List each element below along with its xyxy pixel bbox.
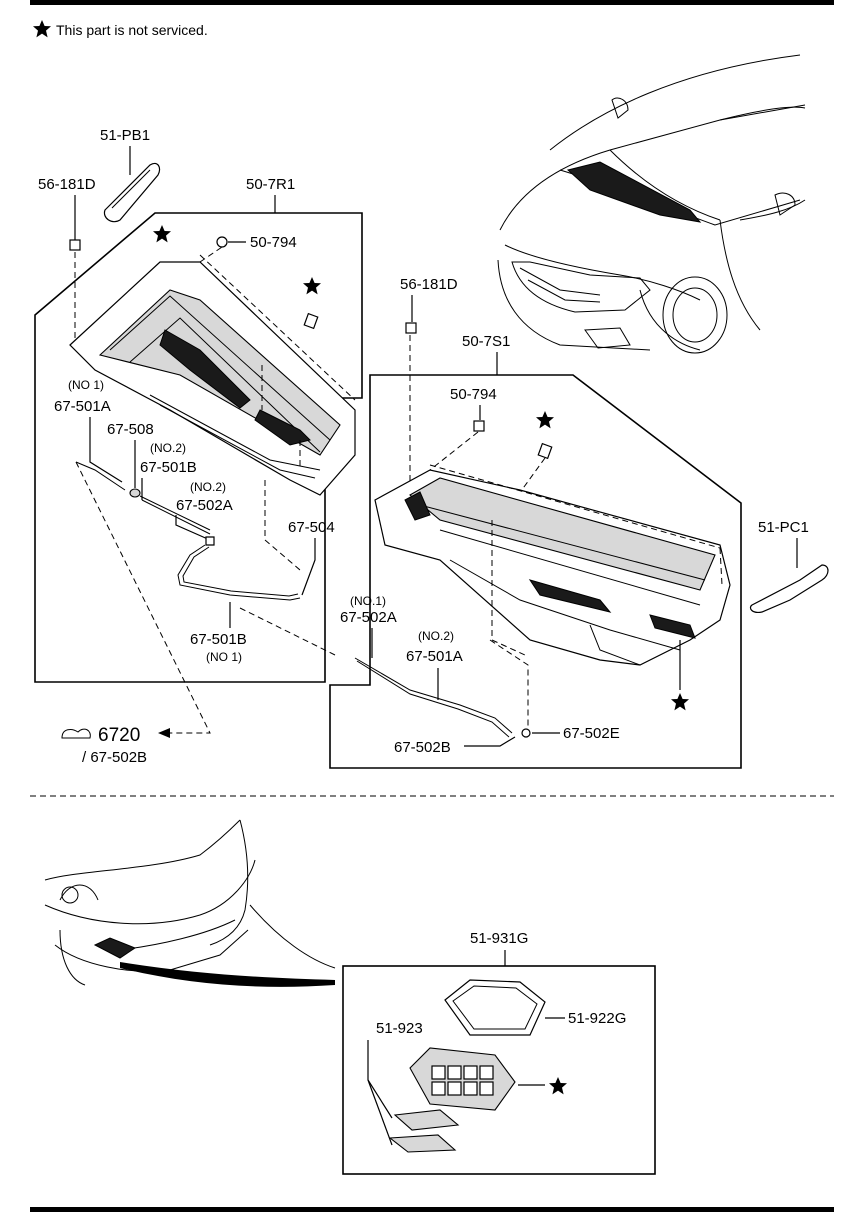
washer-nozzle bbox=[129, 488, 141, 498]
label-6720: 6720 bbox=[98, 725, 140, 746]
label-67-501b-top: 67-501B bbox=[140, 459, 197, 476]
vent-body bbox=[409, 1047, 516, 1111]
vent-flap-upper bbox=[393, 1109, 460, 1131]
star-icon bbox=[33, 20, 51, 38]
star-icon bbox=[671, 693, 689, 711]
label-no1-right: (NO.1) bbox=[350, 594, 386, 608]
connector-left bbox=[205, 536, 215, 546]
clip-left bbox=[69, 239, 81, 251]
label-51-923: 51-923 bbox=[376, 1020, 423, 1037]
not-serviced-note: This part is not serviced. bbox=[56, 22, 208, 38]
label-no2-left-a: (NO.2) bbox=[150, 441, 186, 455]
label-67-508: 67-508 bbox=[107, 421, 154, 438]
car-front-illustration bbox=[497, 54, 806, 354]
label-51-pb1: 51-PB1 bbox=[100, 127, 150, 144]
cowl-side-cover-left bbox=[103, 162, 161, 223]
connector-e bbox=[521, 728, 531, 738]
label-67-502b-right: 67-502B bbox=[394, 739, 451, 756]
label-67-501a-left: 67-501A bbox=[54, 398, 111, 415]
label-no2-left-b: (NO.2) bbox=[190, 480, 226, 494]
label-no2-right: (NO.2) bbox=[418, 629, 454, 643]
clip-right bbox=[405, 322, 417, 334]
vent-flap-lower bbox=[388, 1134, 457, 1153]
label-51-922g: 51-922G bbox=[568, 1010, 626, 1027]
label-67-502a-right: 67-502A bbox=[340, 609, 397, 626]
reference-hand-icon bbox=[61, 728, 91, 739]
nut-right bbox=[473, 420, 485, 432]
label-56-181d-right: 56-181D bbox=[400, 276, 458, 293]
nut-left bbox=[216, 236, 228, 248]
label-50-7r1: 50-7R1 bbox=[246, 176, 295, 193]
label-51-pc1: 51-PC1 bbox=[758, 519, 809, 536]
star-icon bbox=[536, 411, 554, 429]
reference-arrow-icon bbox=[158, 728, 170, 738]
cowl-left-group-frame bbox=[34, 212, 363, 683]
bottom-rule bbox=[30, 1207, 834, 1212]
label-67-502a-left: 67-502A bbox=[176, 497, 233, 514]
label-67-501a-right: 67-501A bbox=[406, 648, 463, 665]
star-icon bbox=[549, 1077, 567, 1095]
label-50-794-right: 50-794 bbox=[450, 386, 497, 403]
cowl-right-group-frame bbox=[329, 374, 742, 769]
rear-bumper-illustration bbox=[44, 819, 336, 987]
cowl-panel-left bbox=[69, 244, 356, 496]
star-icon bbox=[303, 277, 321, 295]
star-icon bbox=[153, 225, 171, 243]
label-50-794-left: 50-794 bbox=[250, 234, 297, 251]
label-67-501b-bottom: 67-501B bbox=[190, 631, 247, 648]
label-50-7s1: 50-7S1 bbox=[462, 333, 510, 350]
label-67-502e: 67-502E bbox=[563, 725, 620, 742]
label-51-931g: 51-931G bbox=[470, 930, 528, 947]
label-56-181d-left: 56-181D bbox=[38, 176, 96, 193]
cowl-panel-right bbox=[374, 464, 731, 666]
cowl-side-cover-right bbox=[749, 564, 829, 613]
vent-seal bbox=[444, 979, 546, 1036]
label-no1-left-a: (NO 1) bbox=[68, 378, 104, 392]
vent-group-frame bbox=[342, 965, 656, 1175]
label-no1-left-b: (NO 1) bbox=[206, 650, 242, 664]
retainer-left bbox=[303, 312, 319, 330]
label-67-504: 67-504 bbox=[288, 519, 335, 536]
label-67-502b-left: / 67-502B bbox=[82, 749, 147, 766]
retainer-right bbox=[537, 442, 553, 460]
top-rule bbox=[30, 0, 834, 5]
